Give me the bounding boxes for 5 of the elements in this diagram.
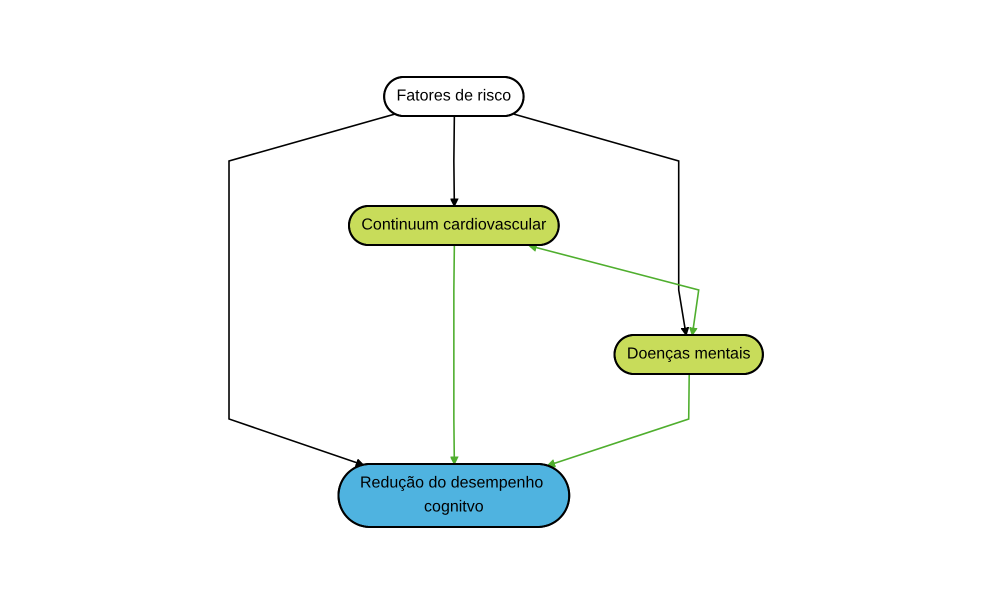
- arrow: [228, 112, 396, 466]
- arrow: [546, 374, 690, 467]
- arrow: [450, 244, 459, 464]
- arrow: [514, 112, 690, 336]
- arrow: [450, 116, 459, 206]
